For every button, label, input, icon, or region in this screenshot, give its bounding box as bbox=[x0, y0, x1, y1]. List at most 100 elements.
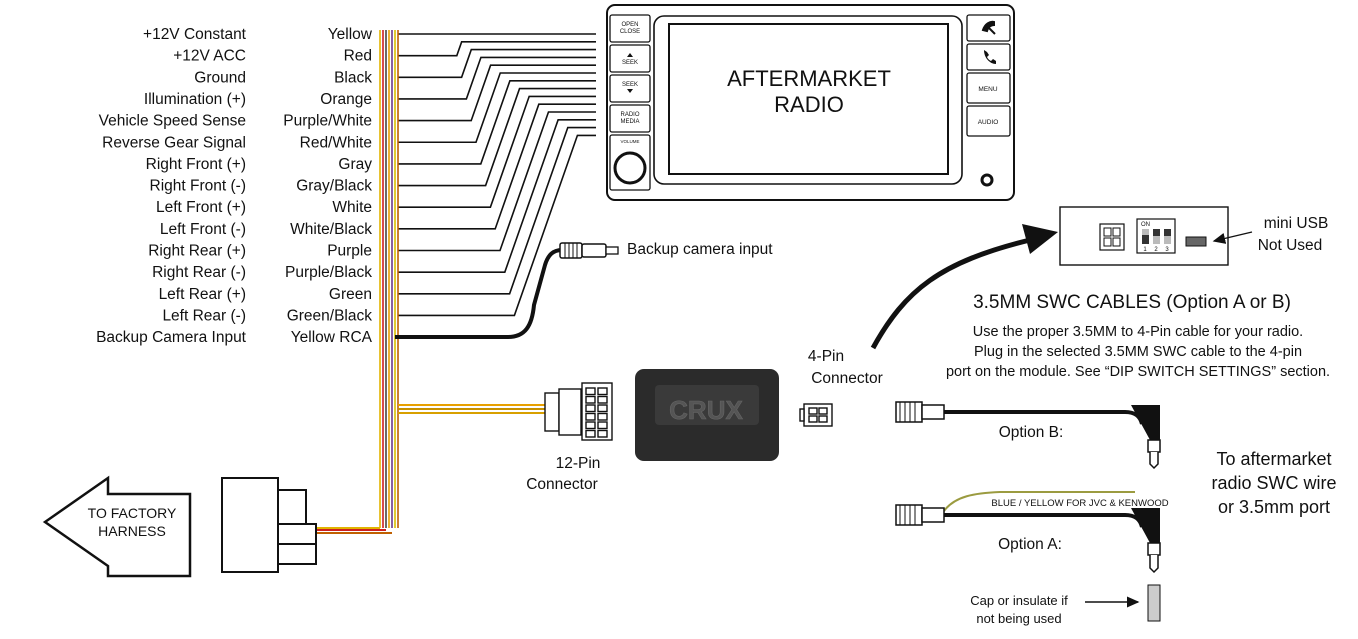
wire-color-label: Black bbox=[334, 69, 372, 86]
wire-trunk bbox=[379, 30, 399, 528]
to-aftermarket-2: radio SWC wire bbox=[1211, 473, 1336, 493]
radio-wire bbox=[398, 64, 596, 122]
wire-color-label: White bbox=[332, 199, 372, 216]
svg-text:ON: ON bbox=[1141, 222, 1150, 228]
phone-button[interactable] bbox=[966, 43, 1011, 71]
connector-pin bbox=[597, 421, 608, 430]
wire-color-label: Yellow bbox=[328, 26, 373, 43]
seek-down-button[interactable] bbox=[609, 74, 651, 103]
radio-wire bbox=[398, 72, 596, 144]
radio-wire bbox=[398, 95, 596, 208]
connector-4pin bbox=[799, 403, 833, 427]
wire-function-label: Right Rear (+) bbox=[148, 243, 246, 260]
function-labels: +12V Constant+12V ACCGroundIllumination … bbox=[96, 26, 247, 346]
menu-button[interactable] bbox=[966, 72, 1011, 104]
radio-media-button[interactable] bbox=[609, 104, 651, 133]
option-a-label: Option A: bbox=[998, 536, 1062, 553]
wire-function-label: Vehicle Speed Sense bbox=[99, 113, 246, 130]
connector-12pin bbox=[544, 382, 613, 441]
cap-label-2: not being used bbox=[976, 611, 1061, 626]
radio-title-line1: AFTERMARKET bbox=[727, 66, 891, 91]
wire-color-labels: YellowRedBlackOrangePurple/WhiteRed/Whit… bbox=[283, 26, 373, 346]
radio-wires bbox=[398, 33, 596, 317]
connector-pin bbox=[597, 387, 608, 396]
radio-wire bbox=[398, 48, 596, 79]
backup-camera-cable bbox=[395, 242, 619, 339]
radio-wire bbox=[398, 134, 596, 317]
wire-color-label: Gray bbox=[338, 156, 372, 173]
swc-port-arrow bbox=[870, 237, 1031, 350]
wire-function-label: Right Front (-) bbox=[150, 178, 246, 195]
radio-wire bbox=[398, 87, 596, 187]
radio-title-line2: RADIO bbox=[774, 92, 844, 117]
wire-color-label: Red/White bbox=[300, 134, 372, 151]
phone-end-icon bbox=[981, 20, 996, 35]
wire-color-label: Yellow RCA bbox=[291, 329, 373, 346]
audio-button[interactable] bbox=[966, 105, 1011, 137]
svg-text:3: 3 bbox=[1165, 247, 1169, 253]
radio-wire bbox=[398, 41, 596, 57]
trunk-to-harness bbox=[316, 527, 392, 534]
radio-wire bbox=[398, 80, 596, 165]
wire-function-label: Right Rear (-) bbox=[152, 264, 246, 281]
connector-pin bbox=[585, 421, 596, 430]
connector-pin bbox=[597, 395, 608, 404]
svg-text:MENU: MENU bbox=[978, 86, 997, 93]
volume-knob[interactable] bbox=[613, 151, 647, 185]
svg-text:SEEK: SEEK bbox=[622, 82, 638, 88]
seek-up-icon bbox=[627, 53, 633, 57]
radio-wire bbox=[398, 56, 596, 100]
wire-function-label: +12V Constant bbox=[143, 26, 247, 43]
crux-module: CRUX bbox=[635, 369, 779, 461]
seek-down-icon bbox=[627, 89, 633, 93]
radio-dot bbox=[980, 173, 994, 187]
connector-pin bbox=[597, 429, 608, 438]
connector-4pin-label-2: Connector bbox=[811, 370, 883, 387]
wire-function-label: Right Front (+) bbox=[146, 156, 246, 173]
open-close-button[interactable] bbox=[609, 14, 651, 43]
connector-pin bbox=[597, 404, 608, 413]
connector-12pin-label-2: Connector bbox=[526, 476, 598, 493]
to-aftermarket-3: or 3.5mm port bbox=[1218, 497, 1330, 517]
svg-text:AUDIO: AUDIO bbox=[978, 119, 999, 126]
wire-function-label: Illumination (+) bbox=[144, 91, 246, 108]
wire-function-label: Left Front (-) bbox=[160, 221, 246, 238]
svg-text:RADIO: RADIO bbox=[620, 112, 639, 118]
radio-wire bbox=[398, 111, 596, 252]
to-aftermarket-1: To aftermarket bbox=[1216, 449, 1331, 469]
option-b-label: Option B: bbox=[999, 424, 1064, 441]
dip-switch-1[interactable] bbox=[1142, 229, 1149, 244]
cap-label-1: Cap or insulate if bbox=[970, 593, 1068, 608]
svg-text:SEEK: SEEK bbox=[622, 60, 638, 66]
mini-usb-label-2: Not Used bbox=[1258, 237, 1323, 254]
factory-harness-arrow bbox=[42, 475, 192, 578]
blue-yellow-label: BLUE / YELLOW FOR JVC & KENWOOD bbox=[991, 498, 1168, 509]
harness-label-line2: HARNESS bbox=[98, 523, 166, 539]
phone-icon bbox=[984, 50, 996, 64]
blue-yellow-wire bbox=[943, 491, 1135, 512]
svg-text:1: 1 bbox=[1143, 247, 1147, 253]
wire-color-label: White/Black bbox=[290, 221, 372, 238]
wire-function-label: Left Rear (+) bbox=[159, 286, 246, 303]
dip-switch-panel: ON 1 2 3 bbox=[1059, 206, 1229, 266]
wire-color-label: Green bbox=[329, 286, 372, 303]
swc-desc-1: Use the proper 3.5MM to 4-Pin cable for … bbox=[973, 324, 1303, 340]
wire-color-label: Red bbox=[344, 48, 372, 65]
seek-up-button[interactable] bbox=[609, 44, 651, 73]
wire-function-label: Ground bbox=[194, 69, 246, 86]
wire-function-label: Left Front (+) bbox=[156, 199, 246, 216]
wire-function-label: Reverse Gear Signal bbox=[102, 134, 246, 151]
svg-text:2: 2 bbox=[1154, 247, 1158, 253]
wire-color-label: Purple bbox=[327, 243, 372, 260]
radio-wire bbox=[398, 103, 596, 230]
mini-usb-label-1: mini USB bbox=[1264, 215, 1329, 232]
connector-pin bbox=[597, 412, 608, 421]
harness-label-line1: TO FACTORY bbox=[88, 505, 177, 521]
svg-text:CLOSE: CLOSE bbox=[620, 29, 640, 35]
svg-text:OPEN: OPEN bbox=[621, 22, 638, 28]
wire-function-label: Backup Camera Input bbox=[96, 329, 247, 346]
connector-12pin-label-1: 12-Pin bbox=[556, 455, 601, 472]
option-b-cable bbox=[895, 401, 1161, 470]
cap-insulator bbox=[1147, 584, 1161, 622]
connector-pin bbox=[585, 395, 596, 404]
